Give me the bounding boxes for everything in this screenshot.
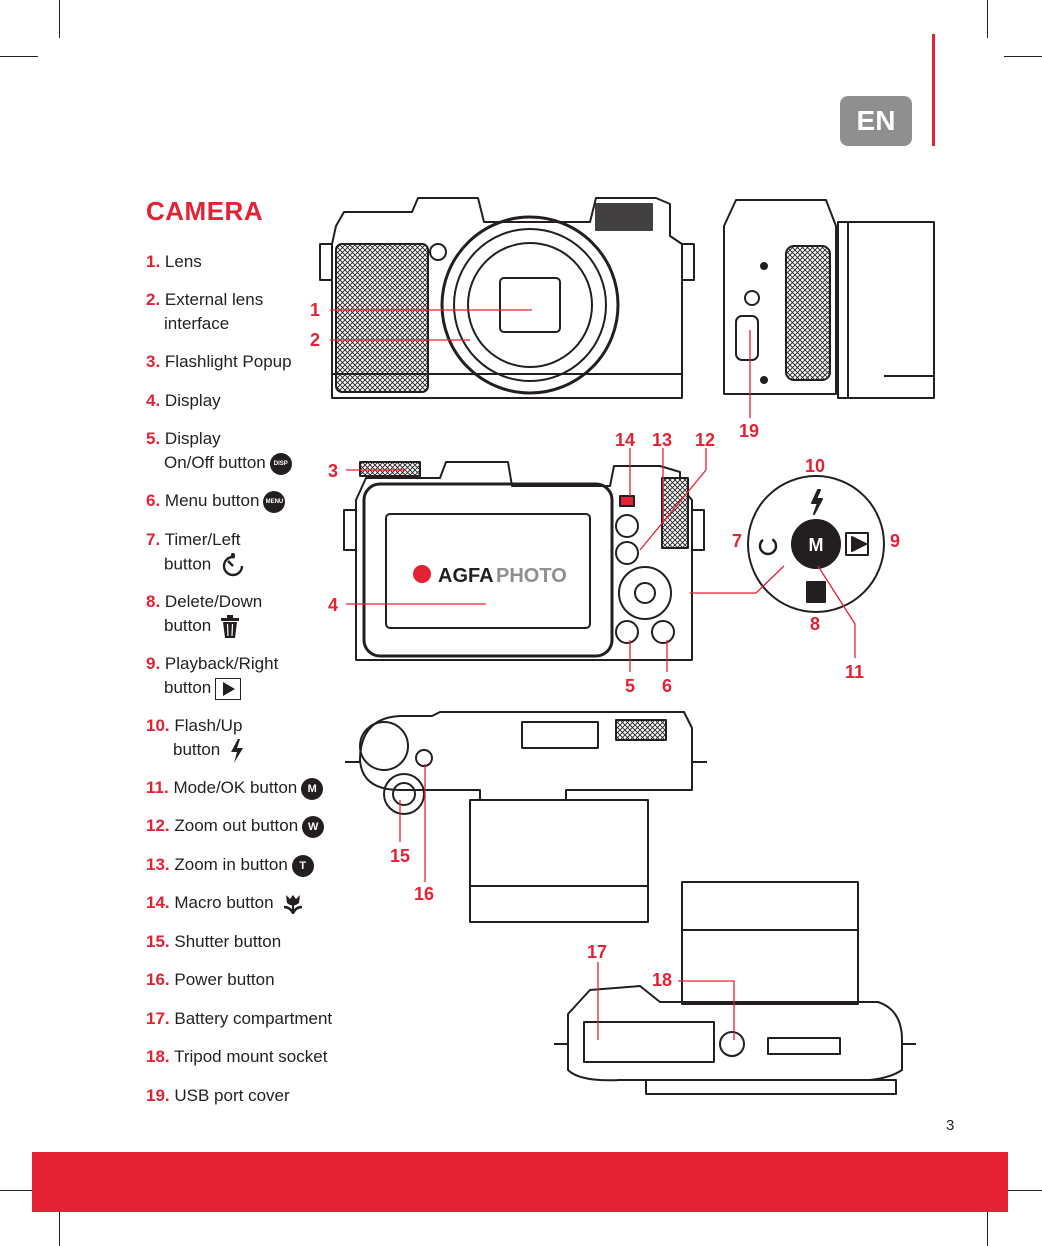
page-number: 3 [946,1117,955,1134]
camera-side-view [723,199,935,399]
dpad-diagram [747,475,885,613]
camera-bottom-view [554,881,916,1095]
callout-3: 3 [328,461,339,481]
part-item-battery: 17. Battery compartment [146,1009,333,1028]
callout-19: 19 [739,421,760,441]
callout-1: 1 [310,300,321,320]
flash-icon [231,738,243,763]
camera-top-view [345,711,707,923]
callout-10: 10 [805,456,826,476]
callout-6: 6 [662,676,673,696]
part-item-usb-cover: 19. USB port cover [146,1086,290,1105]
footer-bar [32,1152,1008,1212]
menu-button-icon: MENU [263,490,286,513]
crop-mark [0,1190,38,1191]
crop-mark [59,0,60,38]
crop-mark [59,1208,60,1246]
trash-icon [221,614,239,638]
macro-tulip-icon [284,894,303,914]
callout-18: 18 [652,970,673,990]
play-icon [215,677,242,700]
callout-11: 11 [845,662,865,682]
callout-14: 14 [615,430,636,450]
callout-9: 9 [890,531,901,551]
callout-5: 5 [625,676,636,696]
callout-17: 17 [587,942,608,962]
callout-7: 7 [732,531,743,551]
disp-button-icon: DISP [269,452,292,475]
part-item-display: 4. Display [146,391,221,410]
callout-2: 2 [310,330,321,350]
part-item-tripod: 18. Tripod mount socket [146,1047,328,1066]
crop-mark [987,0,988,38]
camera-back-view [343,461,705,661]
language-rule [932,34,935,146]
crop-mark [0,56,38,57]
callout-13: 13 [652,430,673,450]
mode-button-icon: M [301,777,324,800]
self-timer-icon [222,553,244,577]
part-item-macro: 14. Macro button [146,891,304,915]
zoom-out-icon: W [302,815,325,838]
crop-mark [1004,1190,1042,1191]
crop-mark [987,1208,988,1246]
part-item-flashlight-popup: 3. Flashlight Popup [146,352,292,371]
section-title: CAMERA [146,196,264,226]
callout-8: 8 [810,614,821,634]
callout-15: 15 [390,846,411,866]
part-item-power: 16. Power button [146,970,275,989]
crop-mark [1004,56,1042,57]
agfa-logo: AGFA PHOTO [413,565,567,587]
callout-16: 16 [414,884,435,904]
callout-leader-lines [330,309,856,1040]
callout-12: 12 [695,430,716,450]
language-badge: EN [840,96,912,146]
zoom-in-icon: T [291,854,314,877]
camera-front-view [319,197,695,399]
dpad-center-label: M [809,535,824,555]
brand-photo: PHOTO [496,565,567,587]
part-item-lens: 1. Lens [146,252,202,271]
brand-agfa: AGFA [438,565,494,587]
part-item-shutter: 15. Shutter button [146,932,282,951]
callout-4: 4 [328,595,339,615]
